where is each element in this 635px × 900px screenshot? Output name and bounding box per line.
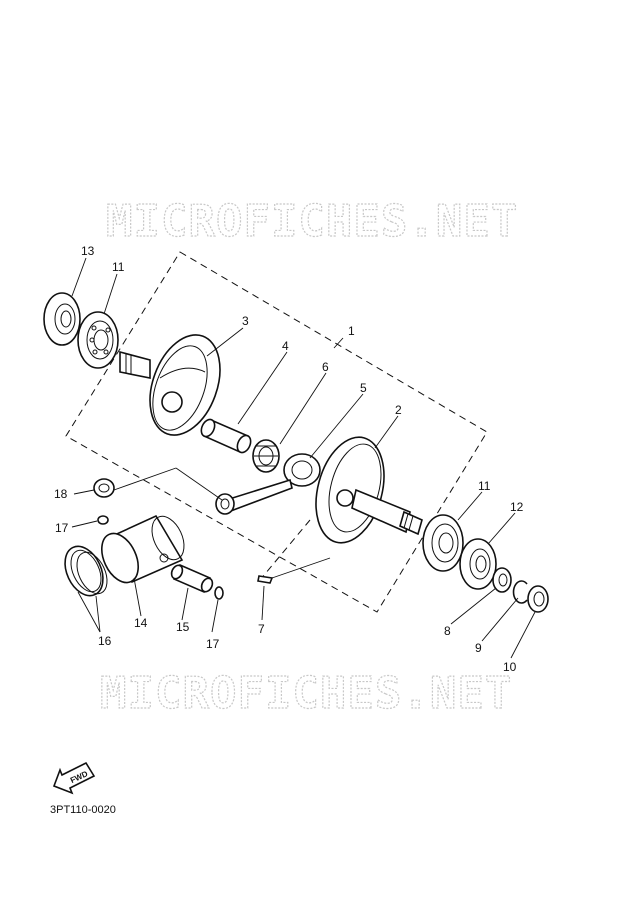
part-16-piston-rings: [64, 545, 108, 597]
callout-1: 1: [348, 324, 355, 338]
part-18-small-end-bearing: [93, 478, 115, 498]
leader-lines: [71, 257, 536, 659]
part-2-crank-half-right: [315, 436, 423, 544]
part-15-piston-pin: [170, 563, 214, 594]
part-3-crank-half-left: [119, 334, 221, 436]
callout-16: 16: [98, 634, 112, 648]
callout-9: 9: [475, 641, 482, 655]
part-12-oil-seal: [459, 538, 497, 590]
part-17-circlip-right: [214, 586, 224, 600]
part-5-connecting-rod: [215, 453, 321, 515]
callout-18: 18: [54, 487, 68, 501]
assembly-boundary: [65, 251, 488, 613]
callout-14: 14: [134, 616, 148, 630]
callout-13: 13: [81, 244, 95, 258]
callout-4: 4: [282, 339, 289, 353]
watermark-bottom: MICROFICHES.NET: [100, 668, 512, 719]
reference-code: 3PT110-0020: [50, 804, 116, 816]
callout-17-left: 17: [55, 521, 69, 535]
part-7-woodruff-key: [257, 575, 274, 584]
callout-10: 10: [503, 660, 517, 674]
callout-11-right: 11: [478, 479, 491, 493]
callout-11-left: 11: [112, 260, 125, 274]
part-4-crank-pin: [200, 418, 252, 454]
callout-5: 5: [360, 381, 367, 395]
part-11-bearing-left: [77, 311, 119, 369]
part-10-nut: [527, 585, 549, 613]
watermark-top: MICROFICHES.NET: [106, 196, 518, 247]
callout-6: 6: [322, 360, 329, 374]
part-11-bearing-right: [422, 514, 464, 572]
fwd-arrow-icon: FWD: [52, 761, 96, 795]
part-8-washer: [492, 567, 512, 593]
callout-3: 3: [242, 314, 249, 328]
callout-12: 12: [510, 500, 524, 514]
part-17-circlip-left: [97, 515, 109, 525]
part-14-piston: [101, 514, 185, 584]
callout-17-right: 17: [206, 637, 220, 651]
part-9-spring-washer: [512, 580, 528, 604]
callout-2: 2: [395, 403, 402, 417]
callout-8: 8: [444, 624, 451, 638]
callout-7: 7: [258, 622, 265, 636]
callout-15: 15: [176, 620, 190, 634]
part-13-bearing: [43, 292, 81, 346]
part-6-needle-bearing: [252, 439, 280, 473]
